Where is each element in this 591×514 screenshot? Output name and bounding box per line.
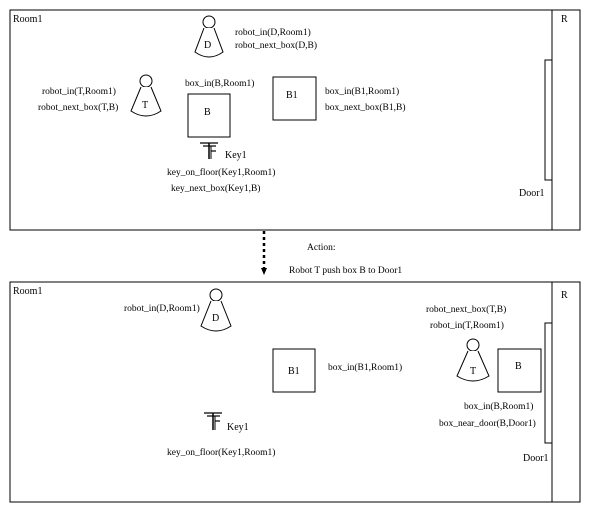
bottom-key-fact: key_on_floor(Key1,Room1) bbox=[167, 447, 275, 458]
action-text: Robot T push box B to Door1 bbox=[289, 266, 402, 276]
top-robot-t-fact-1: robot_in(T,Room1) bbox=[42, 86, 116, 97]
bottom-key-label: Key1 bbox=[227, 422, 249, 433]
top-box-b1 bbox=[272, 76, 317, 121]
robot-head bbox=[209, 288, 223, 302]
top-box-b1-letter: B1 bbox=[286, 90, 298, 101]
bottom-box-b1-fact: box_in(B1,Room1) bbox=[328, 362, 402, 373]
bottom-key-icon bbox=[204, 412, 222, 430]
top-key-fact-1: key_on_floor(Key1,Room1) bbox=[167, 167, 275, 178]
bottom-robot-t-fact-1: robot_next_box(T,B) bbox=[426, 304, 506, 315]
top-right-room-label: R bbox=[561, 14, 568, 25]
bottom-robot-d: D bbox=[200, 288, 232, 332]
top-robot-d-fact-2: robot_next_box(D,B) bbox=[235, 40, 317, 51]
top-door bbox=[544, 59, 553, 181]
top-robot-t-letter: T bbox=[142, 100, 148, 111]
top-robot-d: D bbox=[194, 15, 224, 58]
robot-body bbox=[194, 27, 224, 58]
bottom-box-b-fact-2: box_near_door(B,Door1) bbox=[439, 418, 536, 429]
top-robot-t: T bbox=[130, 74, 162, 117]
bottom-world-frame bbox=[9, 281, 581, 503]
robot-body bbox=[200, 300, 232, 332]
top-key-label: Key1 bbox=[225, 150, 247, 161]
bottom-box-b-fact-1: box_in(B,Room1) bbox=[464, 401, 533, 412]
bottom-box-b-letter: B bbox=[515, 361, 522, 372]
bottom-door bbox=[544, 322, 553, 444]
robot-head bbox=[139, 74, 153, 88]
top-world-frame bbox=[9, 9, 581, 231]
top-box-b1-fact-2: box_next_box(B1,B) bbox=[325, 102, 405, 113]
bottom-box-b1-letter: B1 bbox=[288, 366, 300, 377]
action-title: Action: bbox=[307, 243, 336, 253]
top-door-label: Door1 bbox=[519, 188, 545, 199]
top-box-b bbox=[187, 93, 231, 138]
bottom-robot-d-fact: robot_in(D,Room1) bbox=[124, 303, 200, 314]
top-robot-t-fact-2: robot_next_box(T,B) bbox=[38, 102, 118, 113]
robot-head bbox=[202, 15, 216, 29]
bottom-door-label: Door1 bbox=[523, 453, 549, 464]
top-state: Room1 R Door1 D robot_in(D,Room1) robot_… bbox=[9, 9, 581, 231]
top-room-label: Room1 bbox=[13, 14, 42, 25]
bottom-robot-t-letter: T bbox=[470, 366, 476, 377]
bottom-box-b1 bbox=[272, 348, 316, 393]
top-robot-d-letter: D bbox=[204, 40, 211, 51]
robot-body bbox=[130, 86, 162, 117]
action-arrow-head bbox=[261, 268, 267, 275]
bottom-room-label: Room1 bbox=[13, 286, 42, 297]
top-box-b-letter: B bbox=[204, 107, 211, 118]
bottom-box-b bbox=[497, 348, 542, 393]
bottom-robot-t: T bbox=[456, 338, 490, 382]
action-transition: Action: Robot T push box B to Door1 bbox=[261, 231, 402, 276]
robot-body bbox=[456, 350, 490, 382]
top-key-fact-2: key_next_box(Key1,B) bbox=[171, 183, 260, 194]
robot-head bbox=[466, 338, 480, 352]
bottom-robot-t-fact-2: robot_in(T,Room1) bbox=[430, 320, 504, 331]
bottom-robot-d-letter: D bbox=[212, 313, 219, 324]
top-robot-d-fact-1: robot_in(D,Room1) bbox=[235, 27, 311, 38]
bottom-state: Room1 R Door1 D robot_in(D,Room1) robot_… bbox=[9, 281, 581, 503]
top-key-icon bbox=[200, 142, 218, 159]
top-box-b-fact: box_in(B,Room1) bbox=[185, 78, 254, 89]
top-box-b1-fact-1: box_in(B1,Room1) bbox=[325, 86, 399, 97]
bottom-right-room-label: R bbox=[561, 290, 568, 301]
